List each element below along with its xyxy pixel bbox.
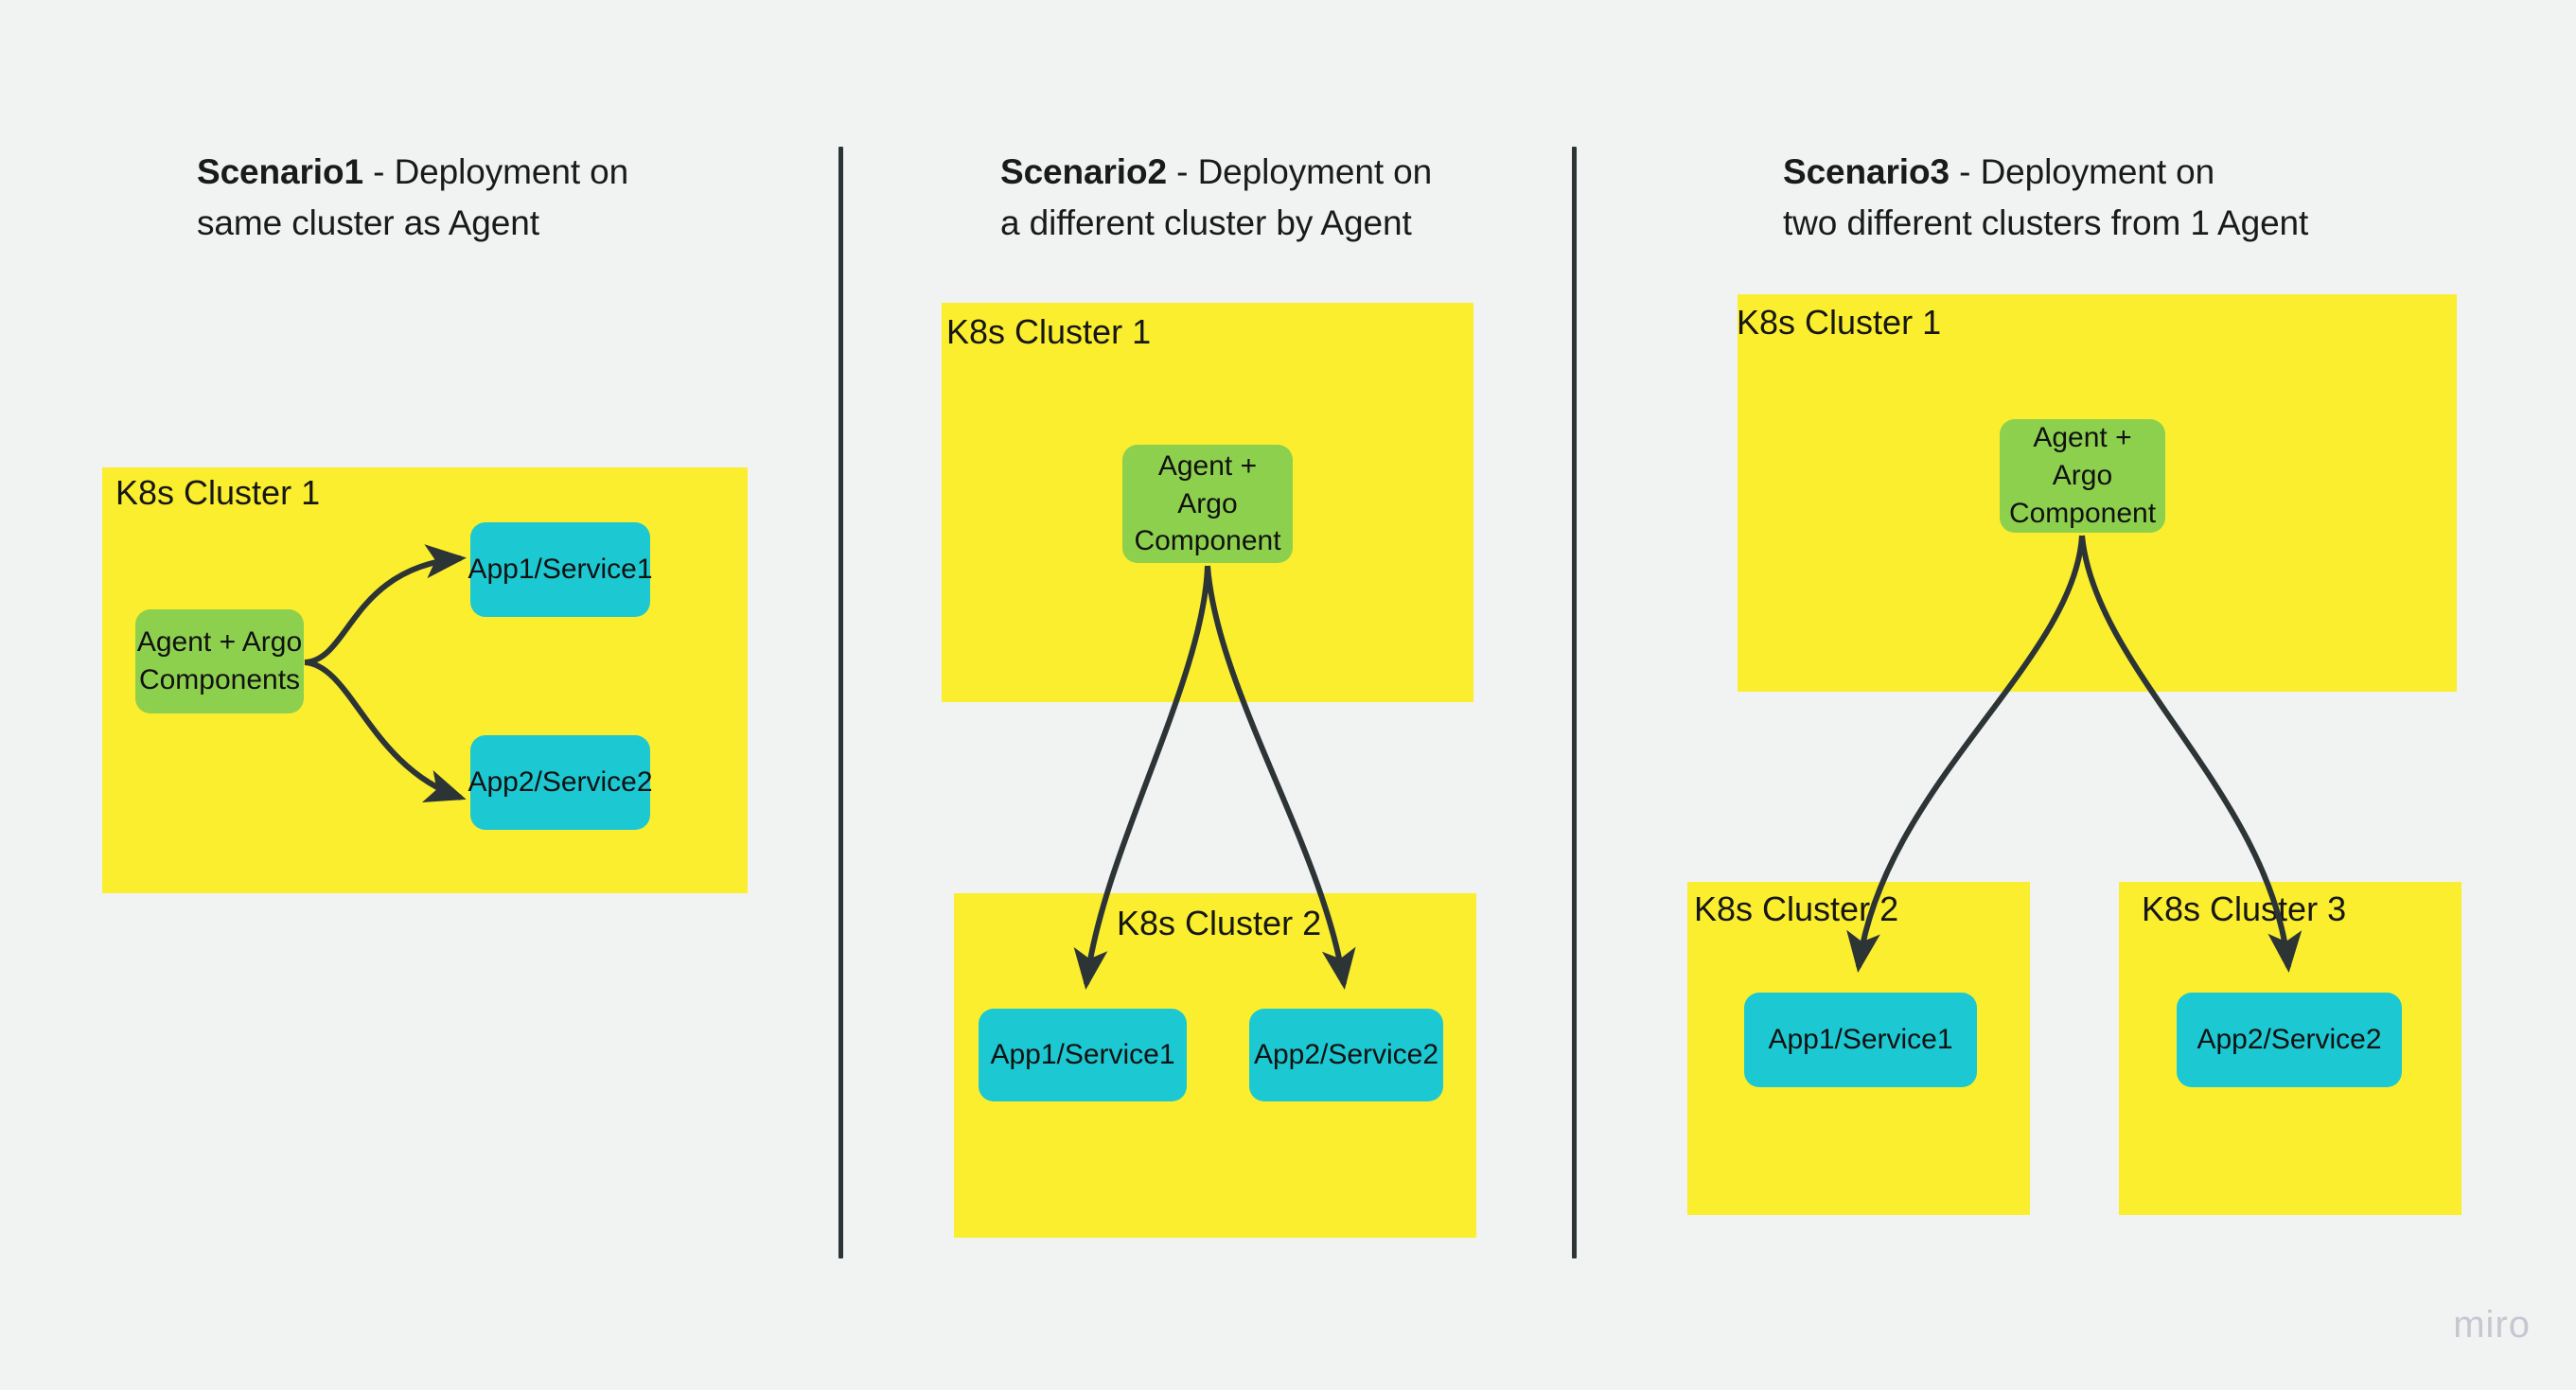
scenario2-agent-node[interactable]: Agent + Argo Component [1122,445,1293,563]
scenario3-app1-node[interactable]: App1/Service1 [1744,993,1977,1087]
scenario3-app2-node[interactable]: App2/Service2 [2177,993,2402,1087]
scenario1-app1-node[interactable]: App1/Service1 [468,522,653,617]
scenario1-app2-node[interactable]: App2/Service2 [468,735,653,830]
scenario3-cluster-1-label: K8s Cluster 1 [1737,303,1942,342]
scenario3-heading-rest: - Deployment on two different clusters f… [1783,152,2309,243]
scenario1-cluster-1-label: K8s Cluster 1 [115,473,321,512]
scenario1-heading: Scenario1 - Deployment on same cluster a… [197,147,727,249]
scenario3-heading: Scenario3 - Deployment on two different … [1783,147,2370,249]
scenario2-heading-bold: Scenario2 [1000,152,1167,191]
scenario3-agent-node[interactable]: Agent + Argo Component [2000,419,2165,533]
column-divider-2 [1572,147,1577,1258]
scenario3-heading-bold: Scenario3 [1783,152,1950,191]
scenario2-app2-node[interactable]: App2/Service2 [1249,1009,1443,1101]
scenario2-app1-node[interactable]: App1/Service1 [979,1009,1187,1101]
scenario2-cluster-1-label: K8s Cluster 1 [946,312,1152,351]
scenario2-cluster-2-label: K8s Cluster 2 [1117,904,1322,942]
scenario1-agent-node[interactable]: Agent + Argo Components [135,609,304,713]
column-divider-1 [838,147,843,1258]
miro-watermark: miro [2453,1304,2531,1346]
scenario3-cluster-2-label: K8s Cluster 2 [1694,889,1899,928]
scenario1-heading-bold: Scenario1 [197,152,363,191]
scenario2-heading: Scenario2 - Deployment on a different cl… [1000,147,1492,249]
scenario3-cluster-3-label: K8s Cluster 3 [2142,889,2347,928]
scenario1-heading-rest: - Deployment on same cluster as Agent [197,152,629,243]
scenario2-heading-rest: - Deployment on a different cluster by A… [1000,152,1433,243]
